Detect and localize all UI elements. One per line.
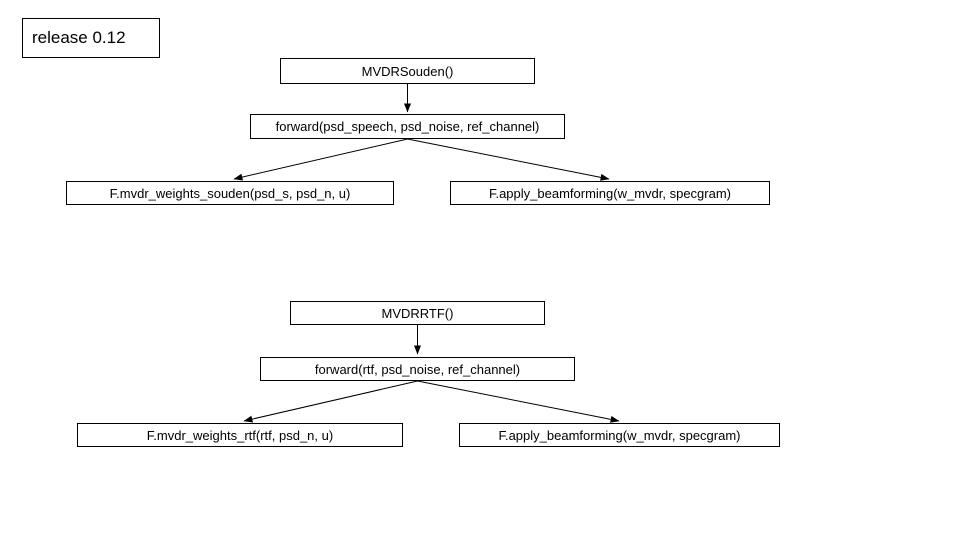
edge-souden-forward-to-beamforming [407,138,610,181]
node-mvdr-weights-souden: F.mvdr_weights_souden(psd_s, psd_n, u) [66,181,394,205]
edge-rtf-forward-to-weights [243,380,418,423]
release-version-box: release 0.12 [22,18,160,58]
node-mvdrsouden-root: MVDRSouden() [280,58,535,84]
edge-rtf-forward-to-beamforming [417,380,620,423]
node-mvdr-weights-rtf: F.mvdr_weights_rtf(rtf, psd_n, u) [77,423,403,447]
node-mvdrrtf-root: MVDRRTF() [290,301,545,325]
release-version-label: release 0.12 [32,28,126,47]
node-apply-beamforming-souden: F.apply_beamforming(w_mvdr, specgram) [450,181,770,205]
node-apply-beamforming-rtf: F.apply_beamforming(w_mvdr, specgram) [459,423,780,447]
edge-souden-forward-to-weights [233,138,408,181]
node-mvdrrtf-forward: forward(rtf, psd_noise, ref_channel) [260,357,575,381]
node-mvdrsouden-forward: forward(psd_speech, psd_noise, ref_chann… [250,114,565,139]
